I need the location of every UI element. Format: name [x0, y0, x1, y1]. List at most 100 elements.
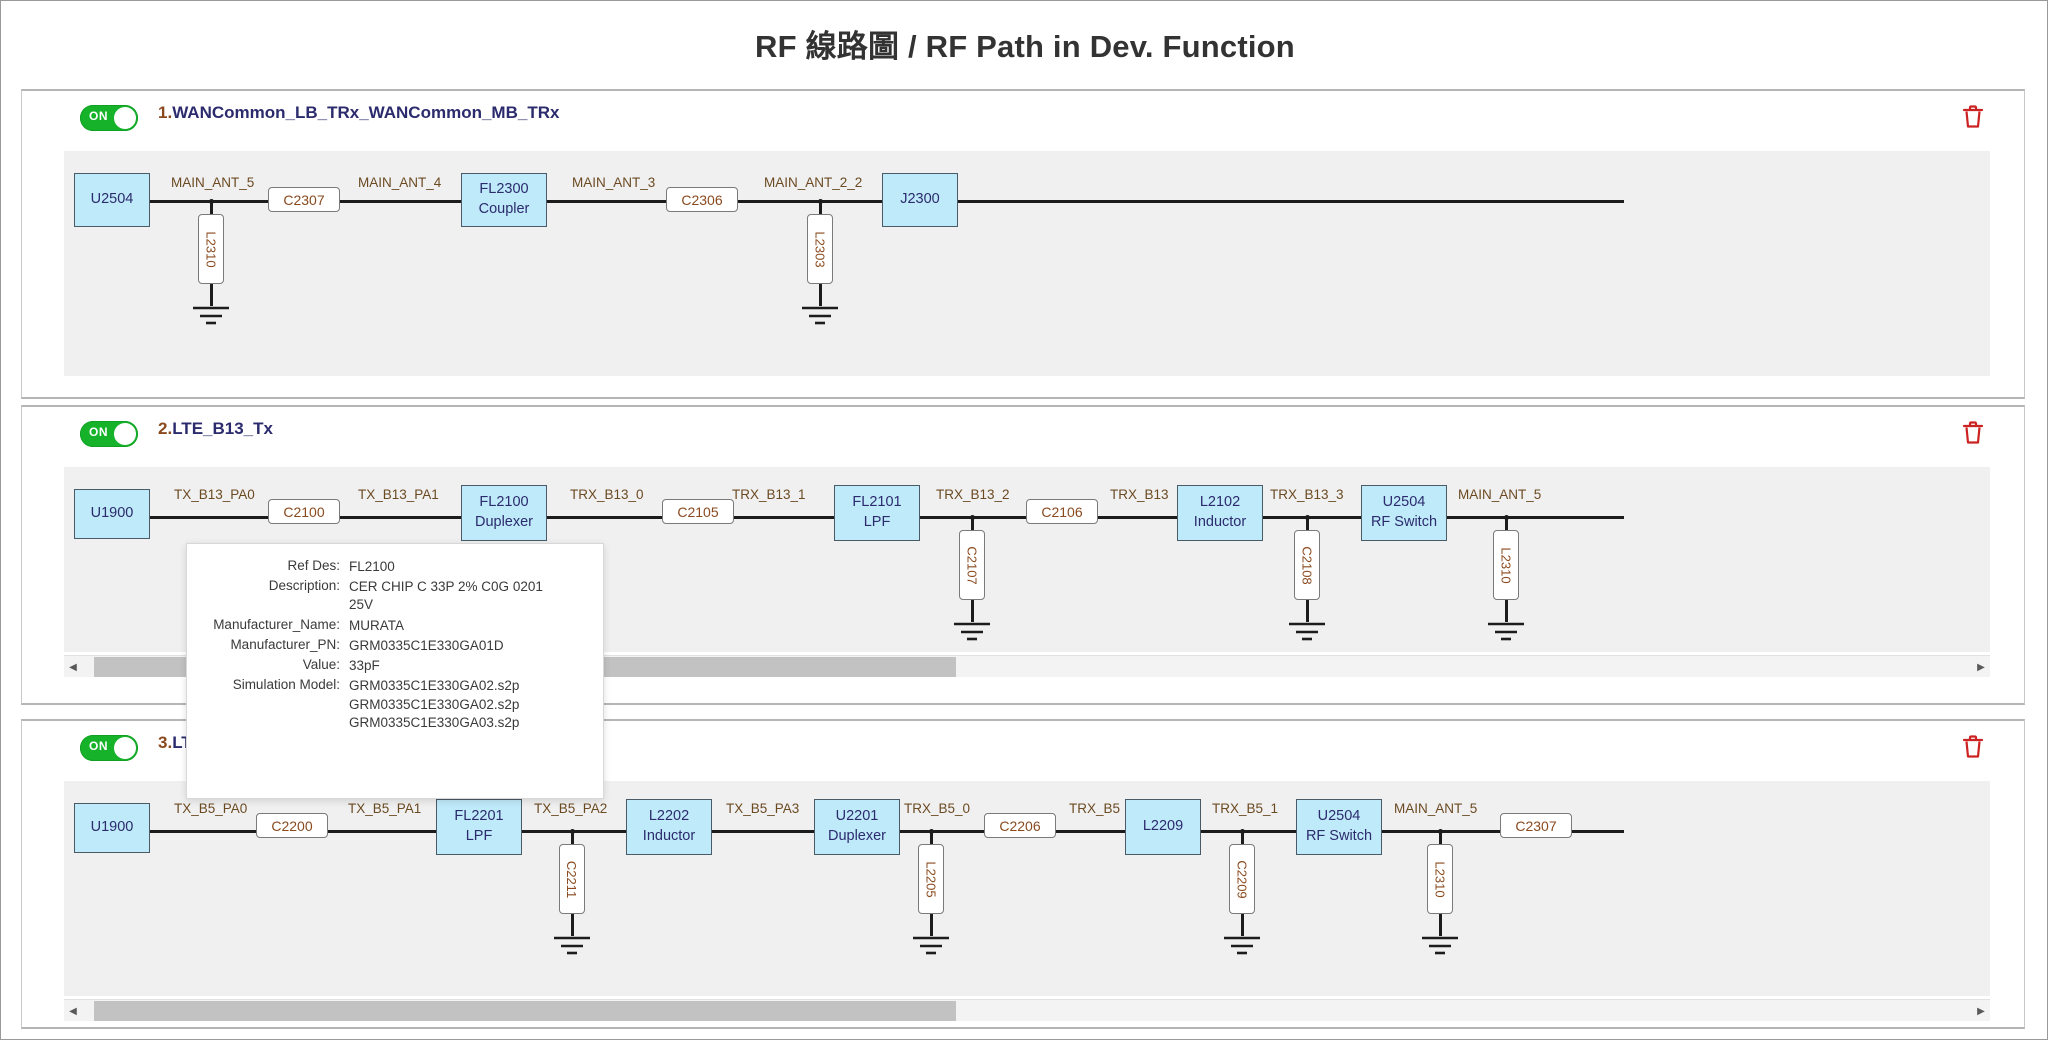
component-type: Inductor	[1193, 514, 1247, 530]
component-ref-des: L2102	[1199, 494, 1241, 511]
net-label: MAIN_ANT_5	[171, 175, 255, 190]
ground-symbol	[191, 304, 231, 335]
ground-wire	[929, 914, 933, 936]
shunt-component[interactable]: L2310	[1427, 844, 1453, 914]
tooltip-row: Manufacturer_PN:GRM0335C1E330GA01D	[201, 637, 587, 655]
component-ref-des: L2310	[203, 230, 219, 268]
net-label: TX_B13_PA1	[358, 487, 439, 502]
tooltip-key: Description:	[268, 578, 340, 594]
tooltip-value-line: CER CHIP C 33P 2% C0G 0201	[349, 579, 543, 595]
shunt-component[interactable]: L2310	[198, 214, 224, 284]
shunt-component[interactable]: L2205	[918, 844, 944, 914]
component-block[interactable]: U1900	[74, 489, 150, 539]
component-block[interactable]: U2504	[74, 173, 150, 227]
shunt-component[interactable]: C2108	[1294, 530, 1320, 600]
component-ref-des: L2202	[648, 808, 690, 825]
ground-icon	[1224, 936, 1260, 955]
ground-symbol	[1222, 934, 1262, 965]
component-ref-des: FL2101	[852, 494, 902, 511]
net-label: MAIN_ANT_2_2	[764, 175, 863, 190]
shunt-component[interactable]: L2310	[1493, 530, 1519, 600]
series-component[interactable]: C2106	[1026, 499, 1098, 524]
scroll-left-arrow[interactable]: ◀	[69, 661, 77, 673]
ground-icon	[1289, 622, 1325, 641]
series-component[interactable]: C2200	[256, 813, 328, 838]
series-component[interactable]: C2100	[268, 499, 340, 524]
delete-path-button-3[interactable]	[1960, 733, 1986, 761]
panel-index-3: 3.	[158, 733, 173, 752]
component-type: Inductor	[642, 828, 696, 844]
page-title: RF 線路圖 / RF Path in Dev. Function	[755, 29, 1295, 64]
tooltip-row: Manufacturer_Name:MURATA	[201, 617, 587, 635]
net-label: TX_B5_PA0	[174, 801, 248, 816]
series-component[interactable]: C2307	[268, 187, 340, 212]
shunt-component[interactable]: L2303	[807, 214, 833, 284]
component-block[interactable]: U1900	[74, 803, 150, 853]
ground-icon	[954, 622, 990, 641]
net-label: MAIN_ANT_3	[572, 175, 656, 190]
net-label: MAIN_ANT_5	[1394, 801, 1478, 816]
shunt-component[interactable]: C2107	[959, 530, 985, 600]
net-label: TX_B5_PA3	[726, 801, 800, 816]
scroll-left-arrow[interactable]: ◀	[69, 1005, 77, 1017]
toggle-on-label: ON	[89, 425, 108, 439]
ground-icon	[802, 306, 838, 325]
shunt-wire	[1504, 516, 1508, 530]
ground-icon	[554, 936, 590, 955]
path-enable-toggle-1[interactable]: ON	[80, 105, 138, 131]
scroll-right-arrow[interactable]: ▶	[1977, 661, 1985, 673]
panel-index-2: 2.	[158, 419, 173, 438]
shunt-wire	[1305, 516, 1309, 530]
ground-icon	[193, 306, 229, 325]
series-component[interactable]: C2306	[666, 187, 738, 212]
ground-wire	[1305, 600, 1309, 622]
component-ref-des: FL2100	[479, 494, 529, 511]
scroll-track[interactable]	[82, 1000, 1972, 1021]
delete-path-button-2[interactable]	[1960, 419, 1986, 447]
component-ref-des: U1900	[90, 819, 134, 836]
tooltip-key: Manufacturer_PN:	[230, 636, 340, 652]
path-enable-toggle-2[interactable]: ON	[80, 421, 138, 447]
horizontal-scrollbar-3[interactable]: ◀ ▶	[64, 999, 1990, 1021]
toggle-knob	[114, 107, 136, 129]
shunt-component[interactable]: C2211	[559, 844, 585, 914]
component-ref-des: C2200	[271, 817, 313, 834]
series-component[interactable]: C2307	[1500, 813, 1572, 838]
delete-path-button-1[interactable]	[1960, 103, 1986, 131]
series-component[interactable]: C2105	[662, 499, 734, 524]
tooltip-value-line: GRM0335C1E330GA03.s2p	[349, 714, 520, 730]
scroll-thumb[interactable]	[94, 1001, 956, 1021]
tooltip-value-line: 33pF	[349, 658, 380, 674]
series-component[interactable]: C2206	[984, 813, 1056, 838]
net-label: TRX_B5_1	[1212, 801, 1279, 816]
tooltip-value-line: GRM0335C1E330GA02.s2p	[349, 696, 520, 712]
ground-wire	[1438, 914, 1442, 936]
scroll-right-arrow[interactable]: ▶	[1977, 1005, 1985, 1017]
tooltip-key: Ref Des:	[287, 558, 340, 573]
tooltip-value: FL2100	[349, 558, 587, 576]
tooltip-key: Simulation Model:	[232, 677, 340, 693]
shunt-wire	[1240, 830, 1244, 844]
tooltip-value-line: GRM0335C1E330GA02.s2p	[349, 678, 520, 694]
component-ref-des: C2211	[564, 860, 580, 898]
component-ref-des: C2105	[677, 503, 719, 520]
component-block[interactable]: J2300	[882, 173, 958, 227]
path-enable-toggle-3[interactable]: ON	[80, 735, 138, 761]
tooltip-value: MURATA	[349, 617, 587, 635]
tooltip-key: Value:	[302, 657, 340, 673]
component-block[interactable]: L2209	[1125, 799, 1201, 855]
shunt-component[interactable]: C2209	[1229, 844, 1255, 914]
